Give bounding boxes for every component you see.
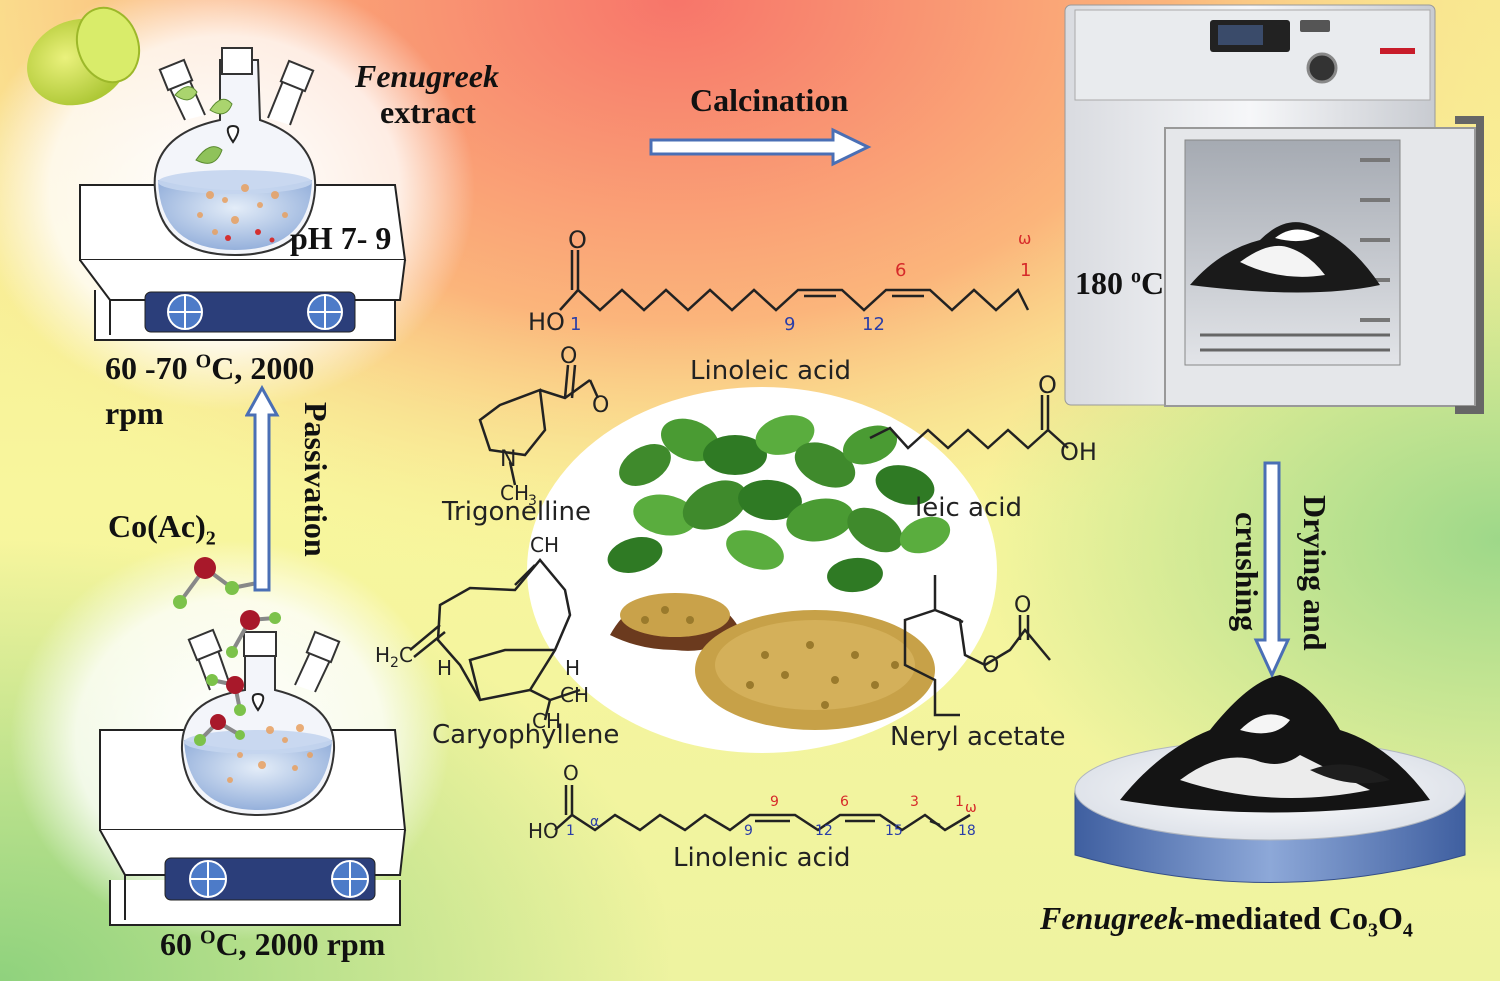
- linoleic-num-1: 1: [570, 314, 581, 335]
- oven: [1064, 4, 1484, 414]
- linolenic-o: O: [563, 761, 579, 785]
- trigonelline-n-plus: N: [500, 447, 516, 472]
- linolenic-num-15: 15: [885, 823, 903, 839]
- linolenic-num-9b: 9: [770, 794, 779, 810]
- linolenic-structure: [554, 785, 971, 832]
- linolenic-ho: HO: [528, 819, 559, 843]
- neryl-o-carbonyl: O: [1014, 593, 1031, 618]
- caryophyllene-ch3-top: CH: [530, 533, 559, 557]
- top-knob-left: [167, 294, 203, 330]
- bottom-knob-left: [189, 860, 227, 898]
- product-label: Fenugreek-mediated Co3O4: [1040, 900, 1413, 942]
- linolenic-num-12: 12: [815, 823, 833, 839]
- ph-label: pH 7- 9: [290, 220, 392, 256]
- caryophyllene-ch3-bottom: CH: [532, 709, 561, 733]
- drying-label-1: Drying and: [1297, 495, 1333, 651]
- bottom-flask: [180, 628, 341, 817]
- top-knob-right: [307, 294, 343, 330]
- caryophyllene-h2c-c: C: [399, 643, 413, 667]
- linoleic-acid-label: Linoleic acid: [690, 356, 852, 386]
- precursor-label: Co(Ac)2: [108, 508, 216, 550]
- product-plate: [1074, 675, 1466, 883]
- bottom-conditions-label: 60 OC, 2000 rpm: [160, 926, 386, 962]
- calcination-label: Calcination: [690, 82, 849, 118]
- seeds: [610, 593, 935, 730]
- linoleic-structure: [559, 250, 1030, 312]
- drying-arrow: [1253, 461, 1291, 679]
- linolenic-num-6: 6: [840, 794, 849, 810]
- trigonelline-o-minus: O: [592, 393, 609, 418]
- trigonelline-label: Trigonelline: [442, 497, 592, 527]
- oleic-structure: [869, 395, 1069, 450]
- linolenic-omega: ω: [965, 800, 977, 816]
- linolenic-num-1: 1: [566, 823, 575, 839]
- linoleic-ho: HO: [528, 308, 565, 336]
- drying-label-2: crushing: [1229, 512, 1265, 632]
- top-conditions-label: 60 -70 OC, 2000: [105, 350, 315, 386]
- caryophyllene-ch3-right: CH: [560, 683, 589, 707]
- caryophyllene-h-right: H: [565, 656, 580, 680]
- linolenic-alpha: α: [590, 814, 599, 830]
- oleic-o: O: [1038, 371, 1057, 399]
- leaves: [607, 415, 951, 593]
- linolenic-acid-label: Linolenic acid: [673, 843, 851, 873]
- caryophyllene-h2c: H: [375, 643, 390, 667]
- fenugreek-extract-label-1: Fenugreek: [355, 58, 499, 94]
- fenugreek-image: [527, 387, 997, 753]
- linolenic-num-18: 18: [958, 823, 976, 839]
- caryophyllene-h-left: H: [437, 656, 452, 680]
- linoleic-num-6: 6: [895, 260, 906, 281]
- passivation-label: Passivation: [298, 402, 334, 557]
- top-reaction-setup: [27, 6, 407, 341]
- linoleic-omega: ω: [1018, 229, 1031, 248]
- passivation-arrow: [245, 385, 280, 592]
- oven-temp-label: 180 oC: [1075, 265, 1165, 301]
- linolenic-num-1w: 1: [955, 794, 964, 810]
- linoleic-num-12: 12: [862, 314, 885, 335]
- trigonelline-structure: [478, 364, 600, 486]
- linolenic-num-3: 3: [910, 794, 919, 810]
- top-flask: [153, 47, 317, 257]
- caryophyllene-h2c-sub: 2: [390, 655, 399, 671]
- linoleic-num-9: 9: [784, 314, 795, 335]
- neryl-o-ester: O: [982, 653, 999, 678]
- trigonelline-o: O: [560, 344, 577, 369]
- trigonelline-ch3: CH: [500, 481, 529, 505]
- top-conditions-rpm: rpm: [105, 395, 164, 431]
- extract-cup-icon: [27, 6, 141, 106]
- caryophyllene-structure: [409, 558, 581, 721]
- fenugreek-extract-label-2: extract: [380, 94, 476, 130]
- linolenic-num-9a: 9: [744, 823, 753, 839]
- neryl-acetate-label: Neryl acetate: [890, 722, 1066, 752]
- calcination-arrow: [649, 127, 872, 167]
- oleic-acid-label: leic acid: [915, 493, 1022, 523]
- trigonelline-ch3-sub: 3: [528, 493, 537, 509]
- neryl-acetate-structure: [903, 575, 1051, 717]
- caryophyllene-label: Caryophyllene: [432, 720, 620, 750]
- oleic-oh: OH: [1060, 438, 1097, 466]
- linoleic-o: O: [568, 226, 587, 254]
- linoleic-num-1w: 1: [1020, 260, 1031, 281]
- bottom-knob-right: [331, 860, 369, 898]
- bottom-reaction-setup: [99, 557, 407, 926]
